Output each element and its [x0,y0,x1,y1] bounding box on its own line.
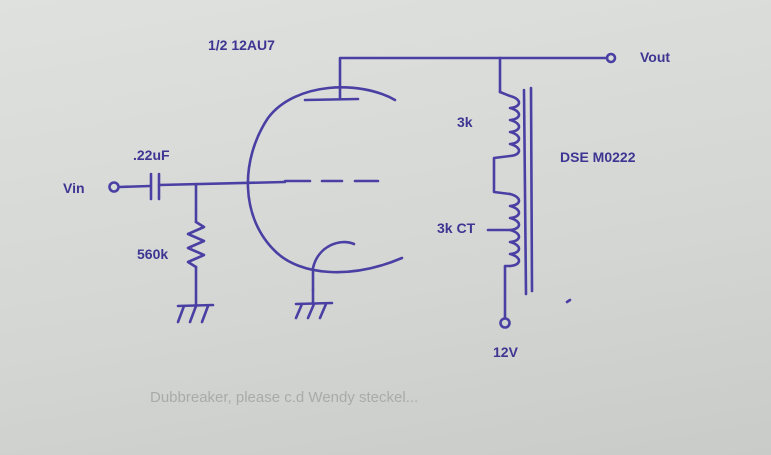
vin-terminal [108,181,120,193]
tube-cathode [311,240,356,292]
bleed-through-text: Dubbreaker, please c.d Wendy steckel... [150,389,418,406]
tube-plate [303,97,360,102]
stray-ink-mark [565,298,572,304]
vin-label: Vin [63,180,85,196]
vin-wire [117,184,152,189]
vout-label: Vout [640,49,670,65]
grid-wire [157,180,287,187]
resistor-label: 560k [137,246,168,262]
primary-winding [492,90,521,196]
supply-label: 12V [493,344,519,360]
supply-terminal [499,317,511,329]
transformer-label: DSE M0222 [560,149,636,165]
secondary-winding [508,192,521,268]
resistor-symbol [186,220,206,269]
plate-wire [338,56,502,101]
vout-terminal [605,52,617,64]
secondary-label: 3k CT [437,220,476,236]
cathode-ground-icon [294,288,334,320]
resistor-ground-icon [176,303,215,324]
primary-label: 3k [457,114,473,130]
capacitor-label: .22uF [133,147,170,163]
supply-wire [503,264,512,320]
transformer-core-line-2 [529,86,534,293]
transformer-core-line-1 [522,88,528,296]
tube-label: 1/2 12AU7 [208,37,275,53]
capacitor-symbol [149,172,161,201]
